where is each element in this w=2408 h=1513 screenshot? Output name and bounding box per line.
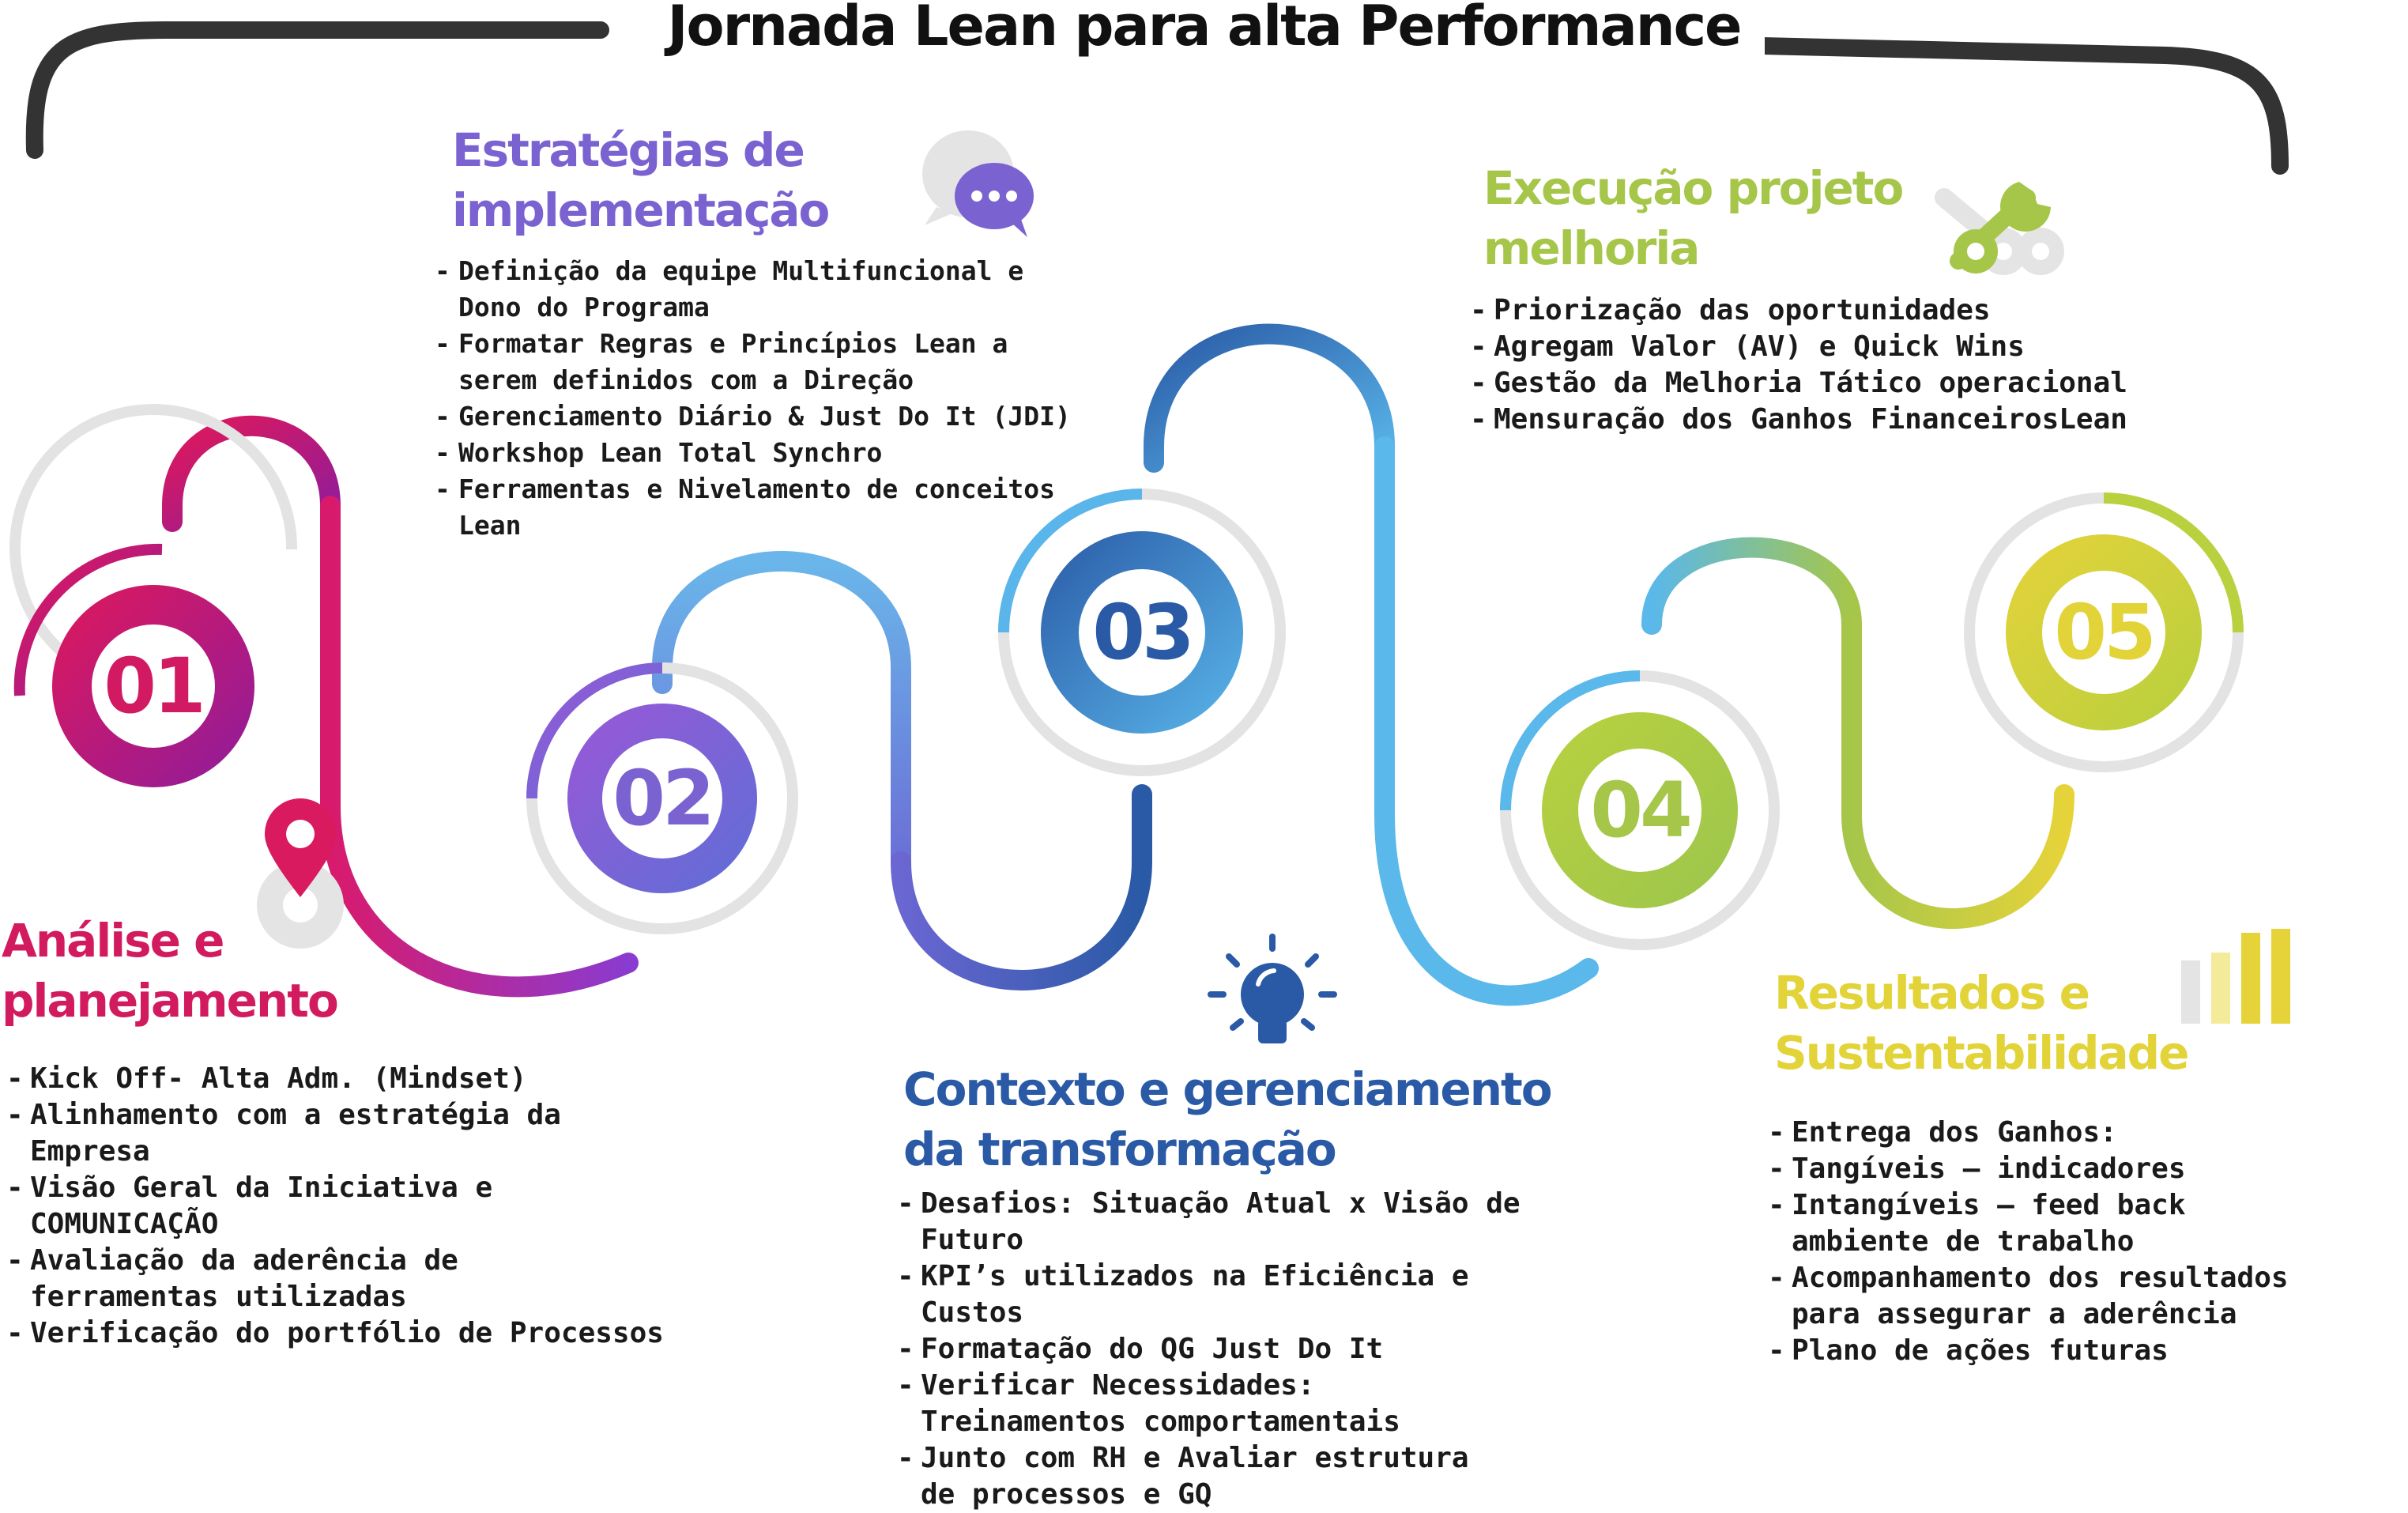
- list-item: Tangíveis – indicadores: [1768, 1151, 2353, 1187]
- heading-line: melhoria: [1483, 221, 1700, 275]
- wrench-gears-icon: [1935, 182, 2064, 275]
- step-circle-04: [1500, 670, 1780, 950]
- step-number-04: 04: [1590, 766, 1693, 855]
- list-item: Visão Geral da Iniciativa e COMUNICAÇÃO: [6, 1170, 670, 1243]
- step-heading-03: Contexto e gerenciamento da transformaçã…: [903, 1059, 1553, 1179]
- step-list-05: Entrega dos Ganhos: Tangíveis – indicado…: [1768, 1115, 2353, 1369]
- step-heading-04: Execução projeto melhoria: [1483, 158, 1904, 278]
- step-number-05: 05: [2054, 588, 2157, 677]
- title-bracket: [25, 21, 2289, 175]
- list-item: Junto com RH e Avaliar estrutura de proc…: [897, 1440, 1505, 1513]
- list-item: Verificar Necessidades: Treinamentos com…: [897, 1368, 1537, 1440]
- heading-line: Execução projeto: [1483, 161, 1904, 215]
- heading-line: planejamento: [2, 974, 339, 1028]
- journey-path: [162, 323, 2074, 1006]
- heading-line: Análise e: [2, 914, 224, 968]
- list-item: Gestão da Melhoria Tático operacional: [1470, 365, 2260, 402]
- step-list-02: Definição da equipe Multifuncional e Don…: [435, 253, 1091, 544]
- list-item: Definição da equipe Multifuncional e Don…: [435, 253, 1091, 326]
- heading-line: Sustentabilidade: [1774, 1026, 2189, 1080]
- step-number-02: 02: [612, 754, 715, 843]
- list-item: Workshop Lean Total Synchro: [435, 435, 1091, 471]
- heading-line: Contexto e gerenciamento: [903, 1062, 1553, 1116]
- list-item: Mensuração dos Ganhos FinanceirosLean: [1470, 402, 2260, 438]
- step-list-03: Desafios: Situação Atual x Visão de Futu…: [897, 1186, 1577, 1513]
- step-heading-02: Estratégias de implementação: [452, 120, 830, 240]
- chat-bubbles-icon: [922, 130, 1034, 237]
- lightbulb-icon: [1208, 934, 1337, 1043]
- step-number-01: 01: [104, 642, 206, 730]
- list-item: Desafios: Situação Atual x Visão de Futu…: [897, 1186, 1577, 1258]
- list-item: Intangíveis – feed back ambiente de trab…: [1768, 1187, 2337, 1260]
- heading-line: implementação: [452, 183, 830, 237]
- list-item: Acompanhamento dos resultados para asseg…: [1768, 1260, 2337, 1333]
- step-list-04: Priorização das oportunidades Agregam Va…: [1470, 292, 2260, 438]
- heading-line: da transformação: [903, 1122, 1337, 1176]
- list-item: KPI’s utilizados na Eficiência e Custos: [897, 1258, 1577, 1331]
- list-item: Formatação do QG Just Do It: [897, 1331, 1577, 1368]
- heading-line: Resultados e: [1774, 966, 2090, 1020]
- list-item: Priorização das oportunidades: [1470, 292, 2260, 329]
- list-item: Ferramentas e Nivelamento de conceitos L…: [435, 471, 1091, 544]
- list-item: Entrega dos Ganhos:: [1768, 1115, 2353, 1151]
- list-item: Plano de ações futuras: [1768, 1333, 2353, 1369]
- step-circle-05: [1964, 492, 2244, 772]
- list-item: Kick Off- Alta Adm. (Mindset): [6, 1061, 670, 1097]
- bar-chart-icon: [2181, 929, 2290, 1024]
- list-item: Verificação do portfólio de Processos: [6, 1315, 670, 1352]
- step-list-01: Kick Off- Alta Adm. (Mindset) Alinhament…: [6, 1061, 670, 1352]
- list-item: Avaliação da aderência de ferramentas ut…: [6, 1243, 646, 1315]
- list-item: Agregam Valor (AV) e Quick Wins: [1470, 329, 2260, 365]
- step-heading-01: Análise e planejamento: [2, 911, 339, 1031]
- page-title: Jornada Lean para alta Performance: [0, 0, 2408, 58]
- step-circle-02: [526, 662, 798, 934]
- list-item: Alinhamento com a estratégia da Empresa: [6, 1097, 670, 1170]
- step-circle-01: [9, 404, 298, 787]
- heading-line: Estratégias de: [452, 123, 805, 177]
- step-heading-05: Resultados e Sustentabilidade: [1774, 963, 2189, 1083]
- list-item: Gerenciamento Diário & Just Do It (JDI): [435, 398, 1091, 435]
- step-number-03: 03: [1092, 588, 1195, 677]
- map-pin-icon: [257, 798, 344, 949]
- list-item: Formatar Regras e Princípios Lean a sere…: [435, 326, 1043, 398]
